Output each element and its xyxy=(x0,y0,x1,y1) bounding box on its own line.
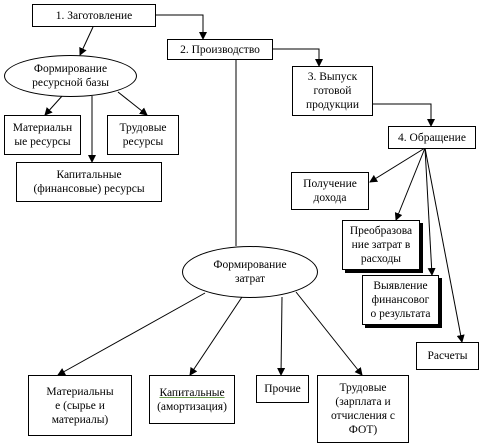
edge-obrashchenie-preobrazovanie xyxy=(394,147,426,221)
edge-zagotovlenie-formirovanie-rb xyxy=(79,26,94,56)
edge-zagotovlenie-proizvodstvo xyxy=(155,14,207,40)
node-prochie: Прочие xyxy=(256,375,309,403)
edge-zatrat-prochie xyxy=(277,296,286,376)
node-formirovanie-zatrat: Формирование затрат xyxy=(182,246,318,298)
node-raschety: Расчеты xyxy=(416,342,479,370)
node-zagotovlenie: 1. Заготовление xyxy=(32,4,156,27)
node-preobrazovanie: Преобразова ние затрат в расходы xyxy=(342,220,420,270)
node-materialnye-resursy: Материальн ые ресурсы xyxy=(4,115,81,155)
node-kapitalnye-resursy: Капитальные (финансовые) ресурсы xyxy=(16,162,162,202)
node-poluchenie-dokhoda: Получение дохода xyxy=(291,172,369,210)
edge-rb-materialnye xyxy=(44,94,64,116)
node-materialnye-zatraty: Материальны е (сырье и материалы) xyxy=(28,375,132,436)
edge-vypusk-obrashchenie xyxy=(372,103,435,127)
edge-rb-trudovye xyxy=(117,91,148,116)
edge-zatrat-materialnye xyxy=(57,292,206,376)
edge-proizvodstvo-vypusk xyxy=(272,48,323,67)
node-vypusk: 3. Выпуск готовой продукции xyxy=(292,66,373,116)
edge-zatrat-kapitalnye xyxy=(189,296,243,376)
node-formirovanie-rb: Формирование ресурсной базы xyxy=(4,55,137,97)
node-obrashchenie: 4. Обращение xyxy=(388,126,476,149)
edge-obrashchenie-dokhod xyxy=(369,147,426,183)
node-proizvodstvo: 2. Производство xyxy=(167,39,273,60)
node-trudovye-resursy: Трудовые ресурсы xyxy=(107,115,179,155)
edge-obrashchenie-vyyavlenie xyxy=(424,147,436,276)
node-vyyavlenie: Выявление финансовог о результата xyxy=(362,275,439,325)
edge-zatrat-trudovye xyxy=(295,291,363,376)
node-kapitalnye-zatraty: Капитальные (амортизация) xyxy=(149,375,235,424)
kapitalnye-sub: (амортизация) xyxy=(157,400,227,413)
node-trudovye-zatraty: Трудовые (зарплата и отчисления с ФОТ) xyxy=(317,375,409,443)
kapitalnye-label: Капитальные xyxy=(159,386,225,399)
edge-obrashchenie-raschety xyxy=(424,147,465,343)
